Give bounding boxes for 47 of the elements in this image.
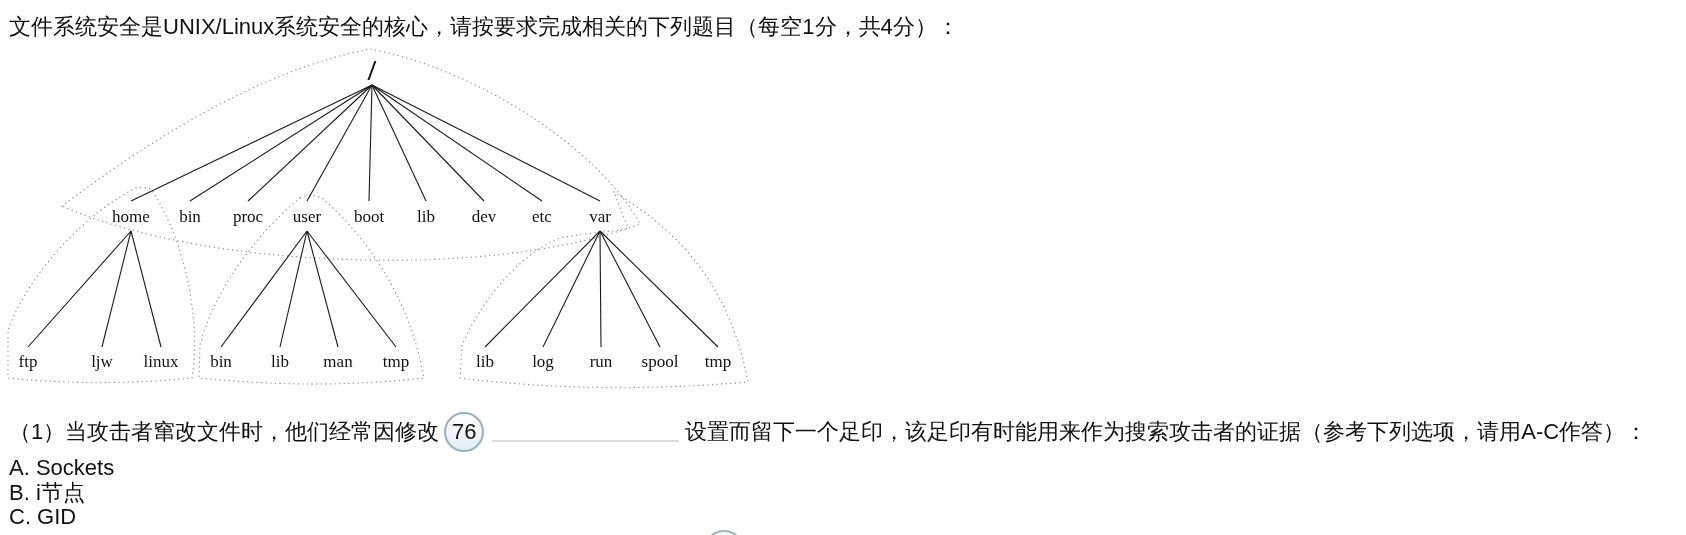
option-text: A. Sockets bbox=[9, 456, 115, 481]
directory-name: lib bbox=[402, 201, 450, 231]
tree-branch-line bbox=[306, 84, 373, 202]
tree-branch-line bbox=[599, 230, 719, 348]
heading-text: 文件系统安全是UNIX/Linux系统安全的核心，请按要求完成相关的下列题目（每空1分，共4分）： bbox=[9, 13, 959, 41]
directory-name: ljw bbox=[80, 347, 124, 375]
directory-name: user bbox=[283, 201, 331, 231]
tree-branch-line bbox=[371, 84, 543, 202]
directory-name: lib bbox=[465, 347, 505, 375]
tree-branch-line bbox=[306, 230, 397, 348]
option-text: B. i节点 bbox=[9, 480, 86, 505]
option-text: C. GID bbox=[9, 505, 78, 530]
directory-name: etc bbox=[518, 201, 566, 231]
tree-branch-line bbox=[27, 230, 132, 348]
tree-branch-line bbox=[599, 230, 602, 348]
directory-name: proc bbox=[224, 201, 272, 231]
directory-name: boot bbox=[345, 201, 393, 231]
directory-name: lib bbox=[260, 347, 300, 375]
directory-name: / bbox=[357, 54, 387, 85]
tree-branch-line bbox=[247, 84, 373, 202]
tree-branch-line bbox=[130, 84, 373, 202]
tree-branch-line bbox=[101, 230, 132, 348]
tree-branch-line bbox=[599, 230, 661, 348]
tree-branch-line bbox=[306, 230, 339, 348]
tree-branch-line bbox=[484, 230, 601, 348]
directory-name: home bbox=[107, 201, 155, 231]
tree-branch-line bbox=[542, 230, 601, 348]
directory-name: var bbox=[576, 201, 624, 231]
directory-name: ftp bbox=[6, 347, 50, 375]
tree-branch-line bbox=[371, 84, 427, 202]
directory-name: man bbox=[316, 347, 360, 375]
question-text: 设置而留下一个足印，该足印有时能用来作为搜索攻击者的证据（参考下列选项，请用A-C作答）： bbox=[685, 418, 1648, 446]
tree-branch-line bbox=[130, 230, 162, 348]
tree-branch-line bbox=[371, 84, 601, 202]
directory-name: log bbox=[523, 347, 563, 375]
directory-name: bin bbox=[201, 347, 241, 375]
directory-name: tmp bbox=[376, 347, 416, 375]
directory-name: tmp bbox=[698, 347, 738, 375]
tree-branch-line bbox=[220, 230, 308, 348]
directory-name: dev bbox=[460, 201, 508, 231]
directory-name: linux bbox=[138, 347, 184, 375]
tree-branch-line bbox=[279, 230, 308, 348]
directory-name: run bbox=[581, 347, 621, 375]
question-text: （1）当攻击者窜改文件时，他们经常因修改 bbox=[9, 418, 440, 446]
directory-name: spool bbox=[637, 347, 683, 375]
directory-name: bin bbox=[166, 201, 214, 231]
tree-branch-line bbox=[368, 84, 373, 202]
